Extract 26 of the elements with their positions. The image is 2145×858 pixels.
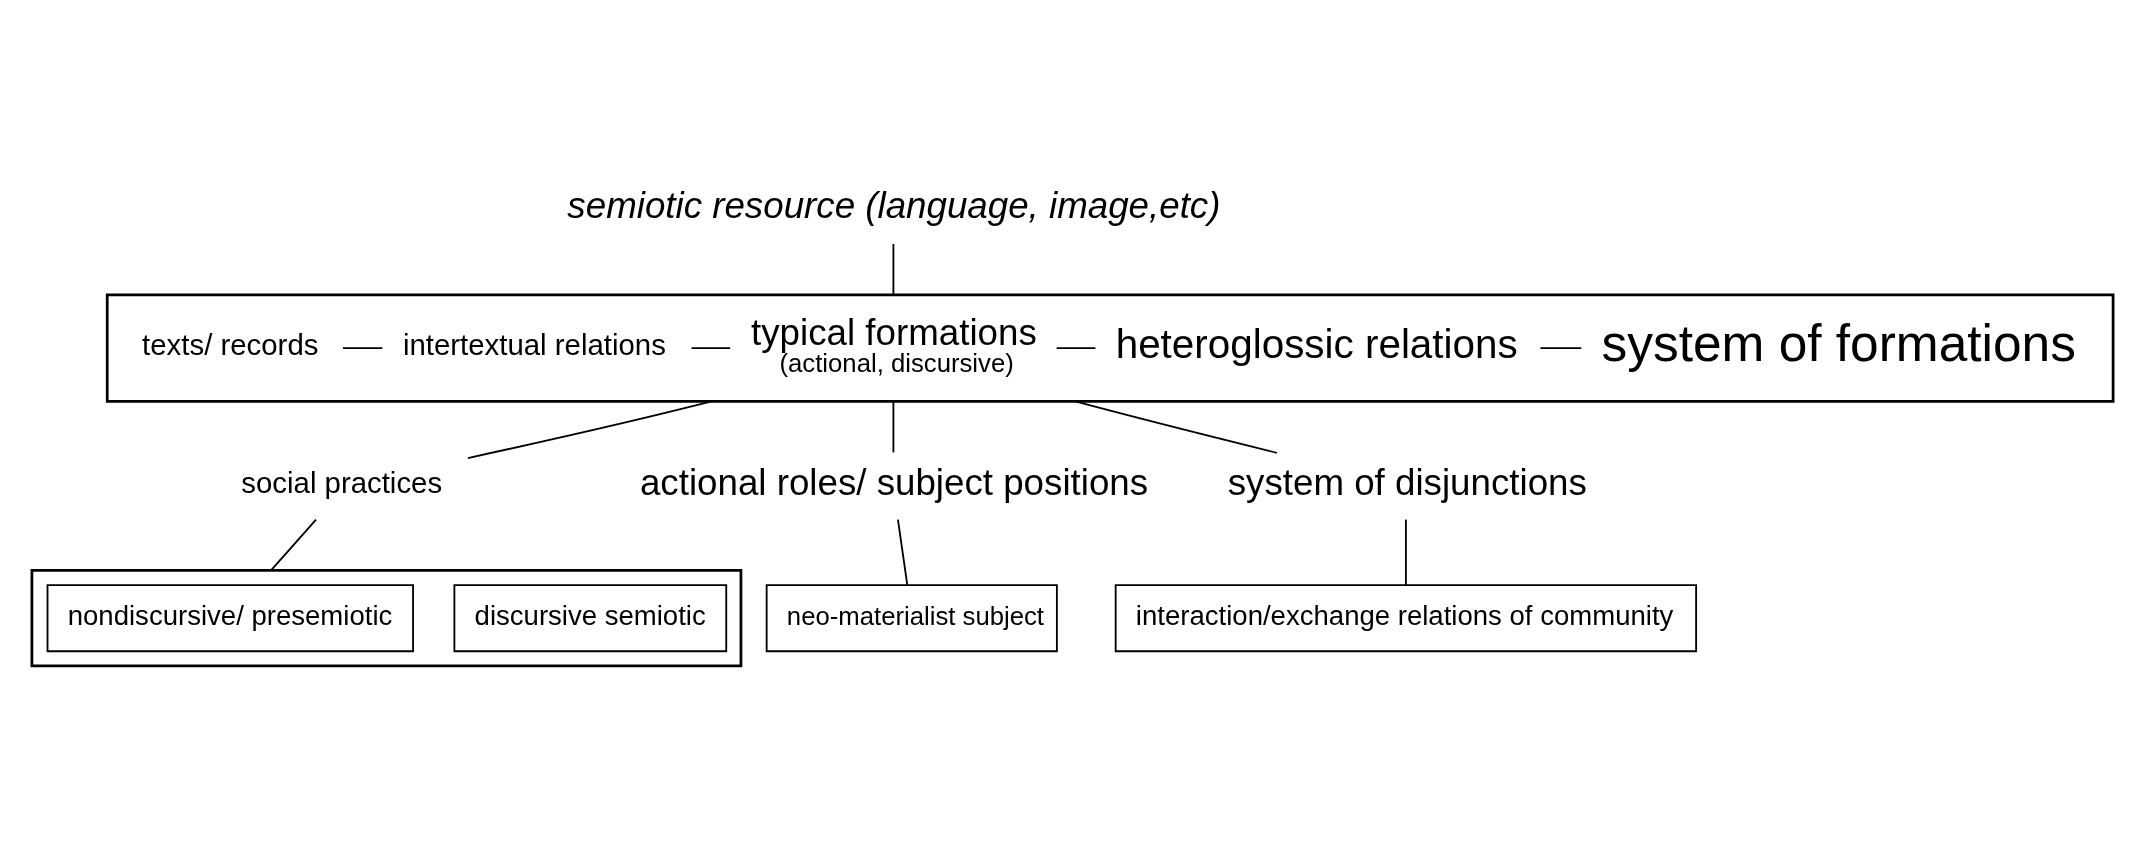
connector [1074, 400, 1278, 454]
cluster [30, 569, 743, 668]
node-box: neo-materialist subject [765, 584, 1058, 653]
node-text: system of formations [1601, 313, 2076, 372]
connector [466, 400, 713, 459]
node-text: intertextual relations [402, 328, 666, 362]
connector [341, 347, 384, 350]
connector [270, 518, 317, 572]
node-box: interaction/exchange relations of community [1114, 584, 1698, 653]
connector [690, 347, 732, 350]
connector [892, 400, 895, 454]
node-box: discursive semiotic [453, 584, 728, 653]
connector [1404, 518, 1407, 586]
node-text: heteroglossic relations [1115, 321, 1518, 368]
node-text: texts/ records [142, 328, 319, 362]
node-text: system of disjunctions [1227, 462, 1587, 504]
node-text: social practices [241, 465, 443, 499]
connector [1055, 347, 1097, 350]
node-text: actional roles/ subject positions [639, 462, 1149, 504]
connector [892, 243, 895, 296]
cluster [105, 293, 2115, 403]
node-box: nondiscursive/ presemiotic [46, 584, 414, 653]
node-text: typical formations (actional, discursive) [751, 311, 1037, 378]
node-text: semiotic resource (language, image,etc) [567, 184, 1221, 226]
connector [897, 518, 909, 586]
connector [1539, 347, 1583, 350]
